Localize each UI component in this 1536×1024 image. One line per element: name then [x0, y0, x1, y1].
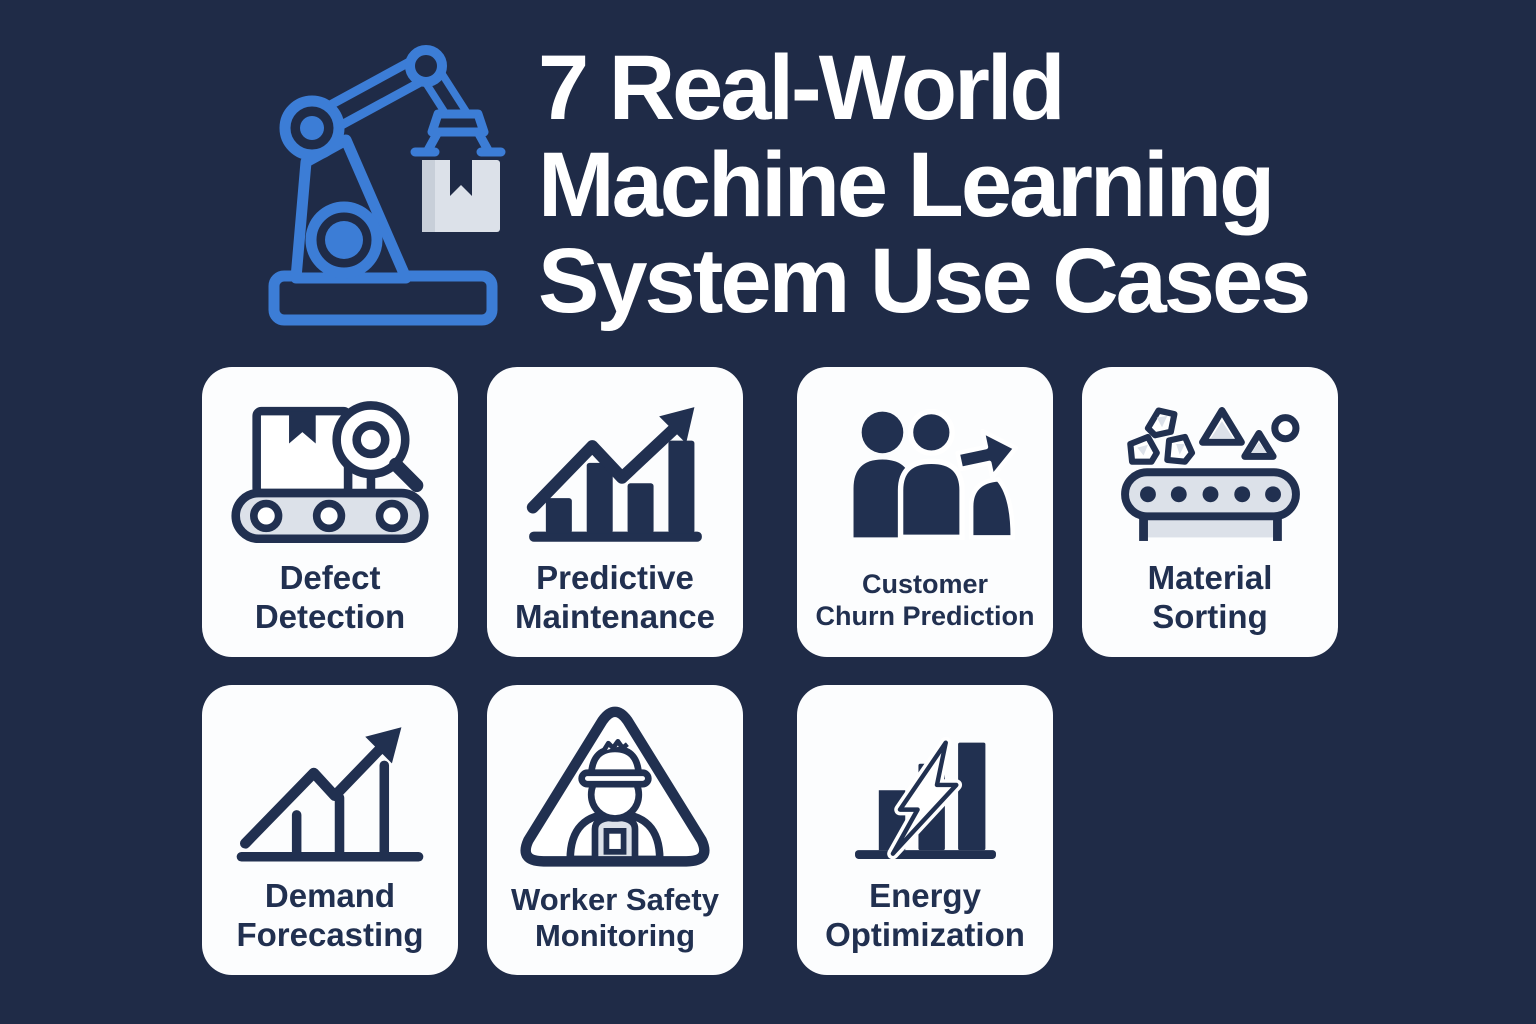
card-worker-safety-monitoring: Worker Safety Monitoring [487, 685, 743, 975]
card-icon-area [1082, 391, 1338, 556]
card-icon-area [202, 391, 458, 556]
card-label: Defect Detection [254, 559, 406, 636]
card-label: Energy Optimization [825, 877, 1025, 954]
robot-arm-icon [268, 45, 506, 326]
card-icon-area [202, 709, 458, 874]
card-icon-area [797, 391, 1053, 556]
card-demand-forecasting: Demand Forecasting [202, 685, 458, 975]
card-energy-optimization: Energy Optimization [797, 685, 1053, 975]
page-title: 7 Real-World Machine Learning System Use… [538, 37, 1311, 333]
demand-forecasting-icon [236, 726, 424, 862]
predictive-maintenance-icon [526, 406, 702, 542]
card-customer-churn-prediction: Customer Churn Prediction [797, 367, 1053, 657]
card-defect-detection: Defect Detection [202, 367, 458, 657]
card-icon-area [487, 391, 743, 556]
card-label: Customer Churn Prediction [815, 569, 1035, 632]
material-sorting-icon [1120, 406, 1300, 541]
card-label: Predictive Maintenance [515, 559, 715, 636]
card-icon-area [797, 709, 1053, 874]
card-label: Worker Safety Monitoring [511, 881, 719, 954]
card-icon-area [487, 695, 743, 880]
card-label: Demand Forecasting [236, 877, 424, 954]
defect-detection-icon [231, 400, 429, 543]
customer-churn-icon [853, 408, 1019, 540]
energy-optimization-icon [854, 736, 996, 859]
worker-safety-icon [520, 706, 710, 867]
card-predictive-maintenance: Predictive Maintenance [487, 367, 743, 657]
card-material-sorting: Material Sorting [1082, 367, 1338, 657]
card-label: Material Sorting [1147, 559, 1273, 636]
